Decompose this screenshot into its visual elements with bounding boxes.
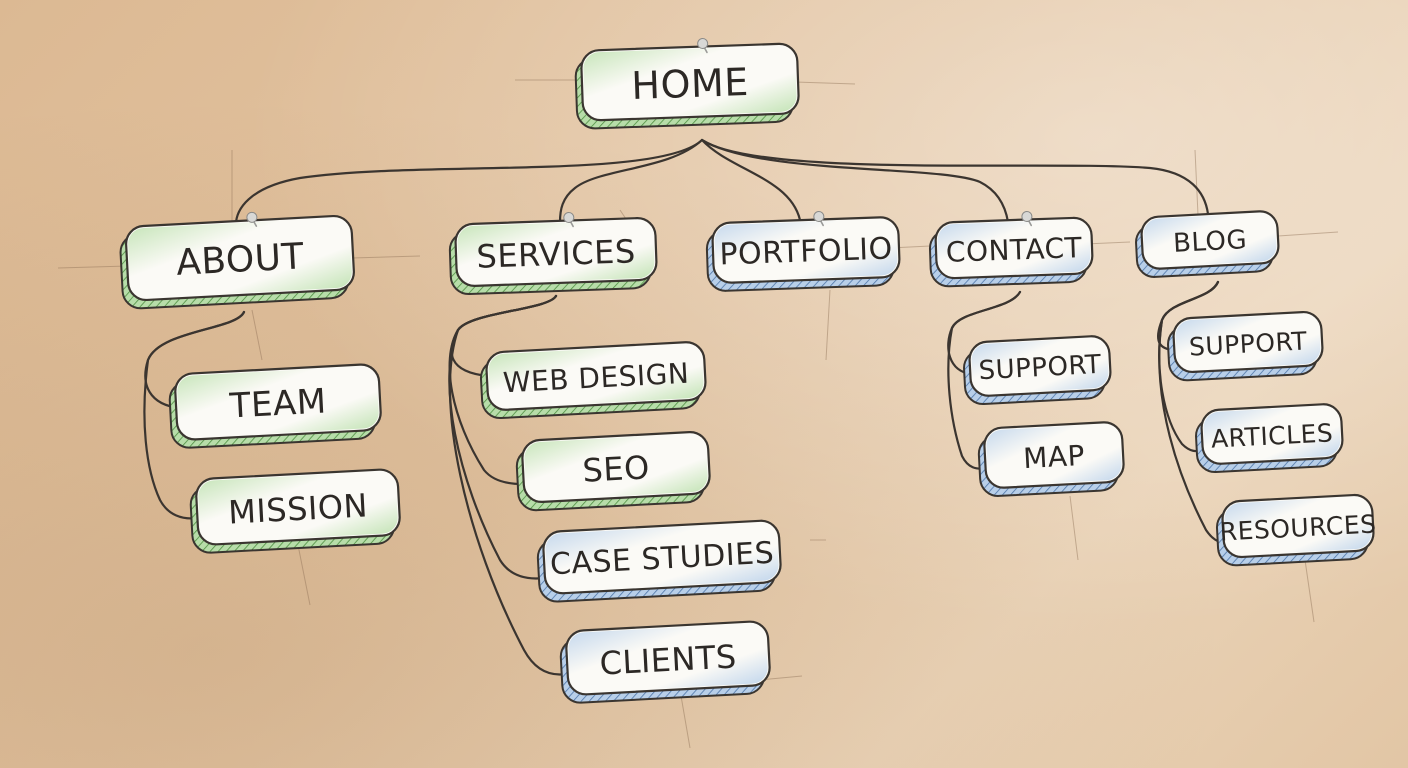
guide-line <box>679 689 691 749</box>
node-tint <box>488 344 704 408</box>
guide-line <box>1194 149 1199 216</box>
connector-home-to-services <box>558 138 704 224</box>
node-clients[interactable]: CLIENTS <box>559 620 771 704</box>
pushpin-icon <box>697 38 709 54</box>
node-tint <box>1143 213 1277 267</box>
pushpin-icon <box>563 212 575 228</box>
node-services[interactable]: SERVICES <box>448 210 658 296</box>
node-mission[interactable]: MISSION <box>189 468 401 554</box>
node-tint <box>128 218 352 298</box>
node-label: SEO <box>582 448 651 489</box>
guide-line <box>759 675 803 681</box>
pencil-guide-lines <box>57 79 1339 749</box>
guide-line <box>1069 495 1079 561</box>
connector-blog-to-resources <box>1158 280 1232 544</box>
node-seo[interactable]: SEO <box>515 430 711 512</box>
node-tint <box>568 623 768 693</box>
node-tint <box>1175 314 1321 370</box>
node-map[interactable]: MAP <box>977 421 1125 497</box>
node-support-blog[interactable]: SUPPORT <box>1167 310 1324 382</box>
guide-line <box>57 265 129 269</box>
node-tint <box>714 219 898 281</box>
node-home[interactable]: HOME <box>574 35 800 130</box>
node-tint <box>583 45 797 119</box>
connector-home-to-about <box>234 138 704 224</box>
node-web-design[interactable]: WEB DESIGN <box>479 341 707 420</box>
node-tint <box>198 471 398 543</box>
node-label: ABOUT <box>175 236 305 284</box>
connector-home-to-blog <box>700 138 1210 216</box>
node-support-contact[interactable]: SUPPORT <box>963 335 1112 406</box>
node-tint <box>937 219 1091 277</box>
sitemap-nodes: HOME ABOUT SERVICES PORTFOLIO CONTACT BLOG TEA… <box>119 35 1379 704</box>
node-contact[interactable]: CONTACT <box>928 209 1094 288</box>
node-about[interactable]: ABOUT <box>119 207 355 310</box>
node-tint <box>524 434 708 500</box>
connector-home-to-contact <box>700 138 1010 224</box>
node-tint <box>177 366 379 438</box>
connector-services-to-clients <box>448 294 568 676</box>
node-tint <box>971 338 1109 394</box>
guide-line <box>297 544 311 606</box>
node-label: TEAM <box>228 381 328 426</box>
node-label: MISSION <box>227 486 369 531</box>
node-team[interactable]: TEAM <box>168 363 382 449</box>
node-label: HOME <box>631 60 750 108</box>
node-label: CLIENTS <box>599 637 738 682</box>
guide-line <box>1277 231 1339 237</box>
guide-line <box>825 289 831 361</box>
node-label: SUPPORT <box>978 350 1102 386</box>
pushpin-icon <box>1021 211 1033 227</box>
node-tint <box>457 220 655 284</box>
node-articles[interactable]: ARTICLES <box>1195 403 1344 474</box>
guide-line <box>1304 559 1315 623</box>
connector-home-to-portfolio <box>700 138 802 222</box>
guide-line <box>794 81 856 85</box>
node-case-studies[interactable]: CASE STUDIES <box>536 519 782 603</box>
node-tint <box>545 522 779 592</box>
pushpin-icon <box>813 211 825 227</box>
node-label: BLOG <box>1172 225 1247 259</box>
node-resources[interactable]: RESOURCES <box>1215 493 1379 567</box>
node-portfolio[interactable]: PORTFOLIO <box>705 209 901 292</box>
node-label: CONTACT <box>945 231 1083 269</box>
node-label: SERVICES <box>476 232 636 276</box>
node-label: MAP <box>1022 439 1085 475</box>
node-tint <box>1224 497 1372 555</box>
node-label: SUPPORT <box>1188 326 1308 361</box>
guide-line <box>251 309 263 361</box>
connector-lines <box>143 138 1232 676</box>
node-label: ARTICLES <box>1210 418 1334 453</box>
node-tint <box>986 424 1122 486</box>
pushpin-icon <box>246 211 258 227</box>
connector-about-to-mission <box>143 310 246 520</box>
node-label: PORTFOLIO <box>719 231 893 272</box>
connector-contact-to-map <box>947 290 1022 470</box>
node-tint <box>1203 406 1341 462</box>
node-blog[interactable]: BLOG <box>1135 210 1280 278</box>
guide-line <box>351 255 421 259</box>
